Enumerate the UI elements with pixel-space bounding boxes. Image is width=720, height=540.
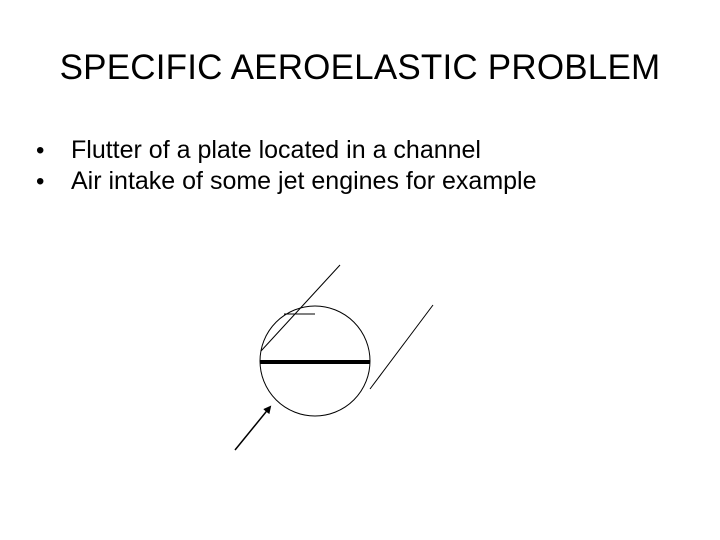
slide-title: SPECIFIC AEROELASTIC PROBLEM: [59, 48, 661, 87]
flow-arrow: [234, 405, 272, 451]
channel-wall-upper: [260, 264, 341, 352]
bullet-text: Air intake of some jet engines for examp…: [71, 167, 537, 195]
bullet-list: • Flutter of a plate located in a channe…: [36, 135, 537, 197]
channel-wall-lower: [369, 304, 434, 390]
bullet-text: Flutter of a plate located in a channel: [71, 136, 481, 164]
bullet-item-air-intake: • Air intake of some jet engines for exa…: [36, 166, 537, 197]
bullet-marker: •: [36, 168, 45, 195]
bullet-item-flutter: • Flutter of a plate located in a channe…: [36, 135, 537, 166]
bullet-marker: •: [36, 137, 45, 164]
plate-enclosure-circle: [259, 305, 371, 417]
